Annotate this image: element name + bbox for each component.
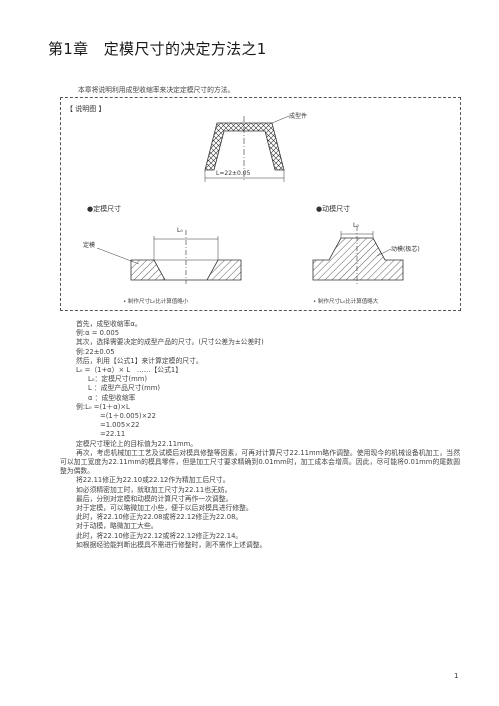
body-line: 最后，分别对定模和动模的计算尺寸再作一次调整。 (76, 494, 233, 503)
body-line: 将22.11修正为22.10或22.12作为精加工后尺寸。 (76, 476, 230, 485)
body-line: 然后，利用【公式1】来计算定模的尺寸。 (76, 356, 203, 365)
page-title: 第1章 定模尺寸的决定方法之1 (48, 40, 267, 58)
body-text: 首先，成型收缩率α。 例:α = 0.005 其次，选择需要决定的成型产品的尺寸… (60, 320, 460, 550)
body-line: 此时，将22.10修正为22.12或将22.12修正为22.14。 (76, 531, 243, 540)
body-line: 其次，选择需要决定的成型产品的尺寸。(尺寸公差为±公差时) (76, 338, 264, 347)
moving-leader-line (376, 248, 392, 257)
example-line: =1.005×22 (100, 421, 140, 430)
body-line: 首先，成型收缩率α。 (76, 320, 142, 328)
body-line: 对于定模，可以略微加工小些，便于以后对模具进行修整。 (76, 504, 253, 513)
part-leader-line (271, 115, 290, 124)
example-line: =22.11 (100, 430, 126, 439)
moving-mold-title: ●动模尺寸 (316, 204, 350, 213)
explanation-figure: 【 说明图 】 成型件 L=22±0.05 ●定模尺寸 L₀ 定模 • 制作尺寸… (60, 97, 461, 311)
body-line: 定模尺寸理论上的目标值为22.11mm。 (76, 439, 198, 448)
body-line: 此时，将22.10修正为22.08或将22.12修正为22.08。 (76, 513, 243, 522)
body-line: 如必须精密加工时，就取加工尺寸为22.11也无妨。 (76, 485, 232, 494)
fixed-mold-title: ●定模尺寸 (87, 204, 121, 213)
variable-def: α ：成型收缩率 (88, 393, 136, 402)
body-paragraph: 再次，考虑机械加工工艺及试模后对模具修整等因素，可再对计算尺寸22.11mm略作… (60, 448, 460, 476)
example-line: 例:L₀ =(1＋α)×L (76, 402, 130, 411)
figure-tag: 【 说明图 】 (66, 104, 105, 113)
formula-line: L₀ =（1+α）× L ……【公式1】 (76, 366, 183, 375)
fixed-note: • 制作尺寸L₀比计算值略小 (123, 297, 189, 305)
body-line: 例:22±0.05 (76, 347, 115, 356)
molded-part-label: 成型件 (289, 112, 307, 120)
intro-text: 本章将说明利用成型收缩率来决定定模尺寸的方法。 (78, 86, 235, 94)
moving-mold-label: 动模(极芯) (391, 245, 420, 253)
body-line: 对于动模，略微加工大些。 (76, 522, 158, 531)
page-number: 1 (454, 672, 459, 680)
body-line: 如根据经验能判断出模具不需进行修整时，则不需作上述调整。 (76, 540, 267, 549)
moving-lo-label: L₀ (353, 222, 359, 229)
fixed-lo-label: L₀ (177, 227, 183, 234)
figure-drawing: 【 说明图 】 成型件 L=22±0.05 ●定模尺寸 L₀ 定模 • 制作尺寸… (66, 104, 420, 305)
molded-part-shape (204, 122, 285, 171)
example-line: =(1＋0.005)×22 (100, 412, 156, 421)
moving-mold-shape (312, 237, 404, 281)
body-line: 例:α = 0.005 (76, 329, 120, 338)
part-dimension-label: L=22±0.05 (216, 170, 251, 177)
variable-def: L ：成型产品尺寸(mm) (88, 384, 161, 393)
fixed-leader-line (96, 247, 140, 265)
variable-def: L₀：定模尺寸(mm) (88, 375, 148, 384)
fixed-mold-label: 定模 (83, 241, 95, 249)
moving-note: • 制作尺寸L₀比计算值略大 (313, 297, 379, 305)
